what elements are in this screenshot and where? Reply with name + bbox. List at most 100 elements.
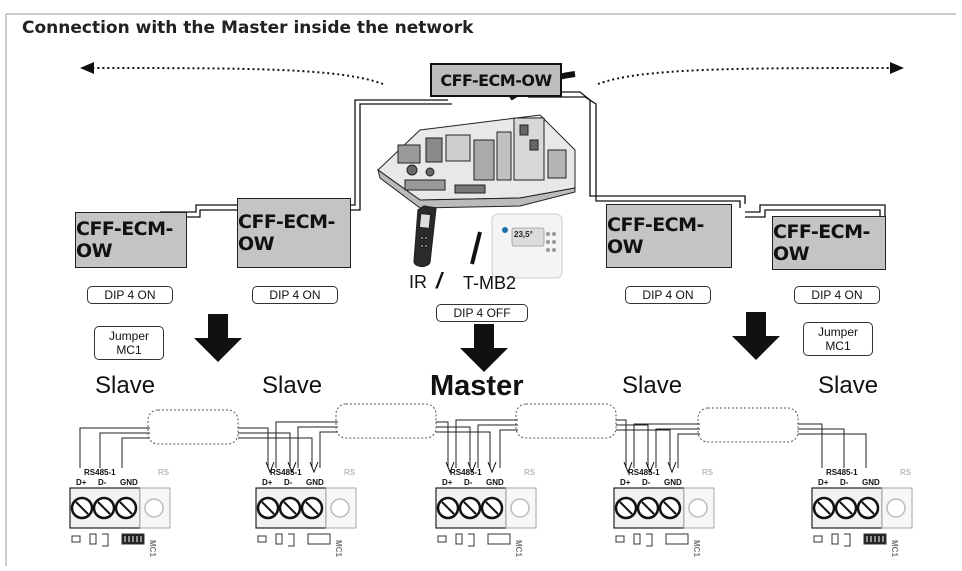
component xyxy=(257,535,267,543)
terminal-block-4: RS485-1 RS D+ D- GND MC1 xyxy=(613,468,715,557)
terminal-pin-label: D- xyxy=(840,478,849,487)
terminal-block-2: RS485-1 RS D+ D- GND MC1 xyxy=(255,468,357,557)
tmb2-controller xyxy=(491,213,563,279)
component xyxy=(633,533,641,545)
wire-tips xyxy=(265,461,677,474)
terminal-header: RS485-1 xyxy=(628,468,660,477)
terminal-block-1: RS485-1 RS D+ D- GND MC1 xyxy=(69,468,171,557)
jumper-label-unit-5: Jumper MC1 xyxy=(803,322,873,356)
screw-slot xyxy=(485,501,499,515)
terminal-pin-label: D+ xyxy=(442,478,453,487)
screw-icon-faded xyxy=(510,498,530,518)
screw-slot xyxy=(119,501,133,515)
terminal-pin-label: D- xyxy=(98,478,107,487)
ir-tmb2-separator: / xyxy=(436,268,443,293)
role-unit-4: Slave xyxy=(622,372,683,399)
terminal-pin-label: GND xyxy=(862,478,880,487)
arrow-left-head xyxy=(80,62,94,74)
screw-icon-faded xyxy=(688,498,708,518)
screw-slot xyxy=(619,501,633,515)
terminal-extra-label: RS xyxy=(900,468,912,477)
terminal-pin-label: GND xyxy=(486,478,504,487)
role-unit-1: Slave xyxy=(95,372,156,399)
mc1-label: MC1 xyxy=(334,540,343,557)
terminal-pin-label: D- xyxy=(284,478,293,487)
terminal-extra-label: RS xyxy=(524,468,536,477)
dip-label-unit-5: DIP 4 ON xyxy=(794,286,880,304)
screw-slot xyxy=(663,501,677,515)
screw-slot xyxy=(641,501,655,515)
unit-2-box: CFF-ECM-OW xyxy=(237,198,351,268)
role-master: Master xyxy=(430,370,524,402)
component xyxy=(455,533,463,545)
mc1-label: MC1 xyxy=(692,540,701,557)
arrow-right-head xyxy=(890,62,904,74)
mc1-label: MC1 xyxy=(514,540,523,557)
terminal-pin-label: D- xyxy=(464,478,473,487)
screw-slot xyxy=(97,501,111,515)
dip-label-master: DIP 4 OFF xyxy=(436,304,528,322)
component xyxy=(468,533,475,547)
terminal-pin-label: D+ xyxy=(76,478,87,487)
terminal-header: RS485-1 xyxy=(450,468,482,477)
down-arrows xyxy=(194,312,780,372)
screw-slot xyxy=(441,501,455,515)
component xyxy=(615,535,625,543)
component xyxy=(813,535,823,543)
component xyxy=(646,533,653,547)
ir-label: IR xyxy=(409,272,427,292)
top-unit-box: CFF-ECM-OW xyxy=(430,63,562,97)
screw-icon-faded xyxy=(144,498,164,518)
screw-slot xyxy=(261,501,275,515)
terminal-extra-label: RS xyxy=(158,468,170,477)
screw-slot xyxy=(305,501,319,515)
terminal-header: RS485-1 xyxy=(84,468,116,477)
component xyxy=(288,533,295,547)
terminal-pin-label: D+ xyxy=(818,478,829,487)
component xyxy=(844,533,851,547)
screw-slot xyxy=(283,501,297,515)
dip-label-unit-4: DIP 4 ON xyxy=(625,286,711,304)
terminal-header: RS485-1 xyxy=(270,468,302,477)
rs485-wiring xyxy=(79,403,867,468)
terminal-extra-label: RS xyxy=(702,468,714,477)
mc1-label: MC1 xyxy=(890,540,899,557)
dip-label-unit-1: DIP 4 ON xyxy=(87,286,173,304)
component xyxy=(89,533,97,545)
network-arrow-left xyxy=(91,67,384,85)
terminal-pin-label: D- xyxy=(642,478,651,487)
unit-4-box: CFF-ECM-OW xyxy=(606,204,732,268)
screw-slot xyxy=(861,501,875,515)
terminal-pin-label: GND xyxy=(120,478,138,487)
terminal-pin-label: D+ xyxy=(262,478,273,487)
screw-slot xyxy=(463,501,477,515)
screw-icon-faded xyxy=(330,498,350,518)
role-unit-2: Slave xyxy=(262,372,323,399)
screw-slot xyxy=(839,501,853,515)
component xyxy=(275,533,283,545)
screw-icon-faded xyxy=(886,498,906,518)
component xyxy=(437,535,447,543)
component xyxy=(831,533,839,545)
master-pcb-board xyxy=(377,114,576,209)
jumper-slot xyxy=(665,533,689,545)
terminal-extra-label: RS xyxy=(344,468,356,477)
mc1-label: MC1 xyxy=(148,540,157,557)
unit-5-box: CFF-ECM-OW xyxy=(772,216,886,270)
role-unit-5: Slave xyxy=(818,372,879,399)
network-arrow-right xyxy=(597,67,891,85)
terminal-block-3: RS485-1 RS D+ D- GND MC1 xyxy=(435,468,537,557)
jumper-slot xyxy=(307,533,331,545)
jumper-slot xyxy=(487,533,511,545)
terminal-pin-label: GND xyxy=(664,478,682,487)
ir-remote xyxy=(413,205,437,268)
dip-label-unit-2: DIP 4 ON xyxy=(252,286,338,304)
component xyxy=(102,533,109,547)
component xyxy=(71,535,81,543)
unit-1-box: CFF-ECM-OW xyxy=(75,212,187,268)
terminal-pin-label: GND xyxy=(306,478,324,487)
terminal-pin-label: D+ xyxy=(620,478,631,487)
diagram-title: Connection with the Master inside the ne… xyxy=(22,18,474,38)
